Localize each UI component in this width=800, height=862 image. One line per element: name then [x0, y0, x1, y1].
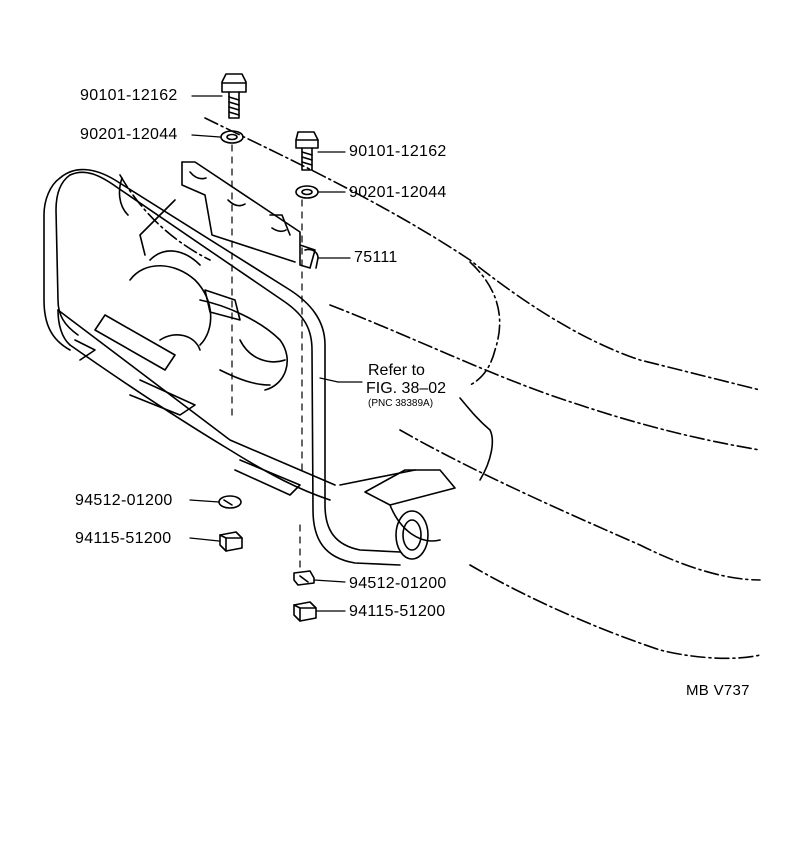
callout-bolt-top-right: 90101-12162: [349, 143, 447, 160]
diagram-code: MB V737: [686, 682, 750, 699]
fastener-center-lines: [231, 144, 303, 571]
callout-nut-right: 94115-51200: [349, 603, 446, 620]
skid-plate: [57, 199, 336, 501]
callout-bracket: 75111: [354, 249, 398, 266]
washer-top-left: [220, 130, 244, 144]
bolt-top-left: [221, 73, 247, 119]
spring-washer-right: [293, 570, 315, 586]
reference-pnc: (PNC 38389A): [368, 398, 434, 409]
bolt-top-right: [295, 131, 319, 171]
nut-right: [293, 601, 317, 622]
grille-guard-frame: [43, 168, 429, 566]
callout-washer-top-left: 90201-12044: [80, 126, 178, 143]
washer-top-right: [295, 185, 319, 199]
callout-washer-top-right: 90201-12044: [349, 184, 447, 201]
spring-washer-left: [218, 495, 242, 509]
leader-lines: [189, 95, 363, 612]
reference-line-1: Refer to: [368, 362, 425, 379]
body-panel: [118, 177, 494, 542]
nut-left: [219, 531, 243, 552]
callout-bolt-top-left: 90101-12162: [80, 87, 178, 104]
reference-figure: FIG. 38–02: [366, 380, 447, 397]
callout-spring-washer-left: 94512-01200: [75, 492, 173, 509]
callout-nut-left: 94115-51200: [75, 530, 172, 547]
bracket-75111: [181, 161, 319, 269]
winch-assembly: [94, 250, 289, 391]
vehicle-body-outline: [119, 117, 761, 660]
callout-spring-washer-right: 94512-01200: [349, 575, 447, 592]
